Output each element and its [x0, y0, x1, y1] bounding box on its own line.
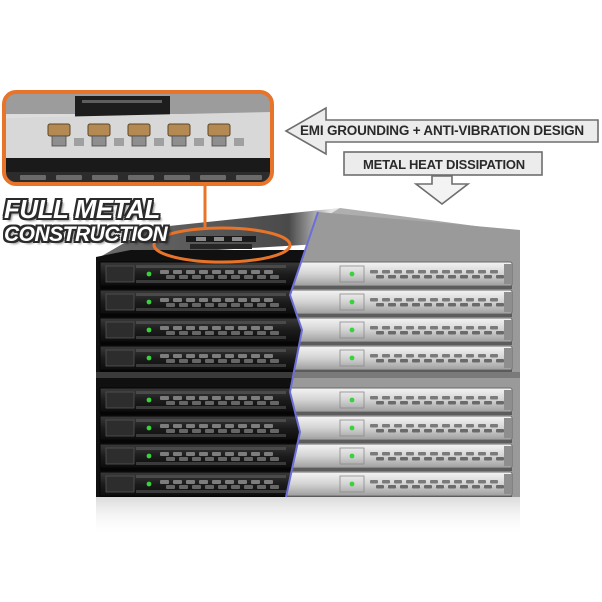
- status-led-icon: [349, 481, 355, 487]
- zoom-inset: [2, 90, 274, 186]
- status-led-icon: [146, 425, 152, 431]
- silver-drive-tray: [286, 345, 513, 373]
- black-drive-tray: [99, 443, 318, 471]
- status-led-icon: [349, 327, 355, 333]
- highlight-ellipse: [152, 226, 292, 264]
- status-led-icon: [349, 355, 355, 361]
- silver-drive-tray: [286, 289, 513, 317]
- status-led-icon: [349, 453, 355, 459]
- grounding-clip: [207, 123, 244, 147]
- black-drive-tray: [99, 471, 318, 497]
- status-led-icon: [349, 397, 355, 403]
- black-drive-tray: [99, 317, 318, 345]
- status-led-icon: [146, 453, 152, 459]
- black-drive-tray: [99, 387, 318, 415]
- status-led-icon: [349, 271, 355, 277]
- silver-drive-tray: [286, 443, 513, 471]
- cutaway-edge: [285, 211, 319, 498]
- status-led-icon: [349, 299, 355, 305]
- grounding-clip: [167, 123, 204, 147]
- construction-wordmark: CONSTRUCTION: [4, 223, 168, 246]
- full-metal-wordmark: FULL METAL: [4, 194, 160, 224]
- metal-heat-label: METAL HEAT DISSIPATION: [363, 157, 525, 172]
- black-bay-stack: [96, 250, 318, 497]
- grounding-clip: [47, 123, 84, 147]
- silver-drive-tray: [286, 471, 513, 497]
- silver-drive-tray: [286, 261, 513, 289]
- grounding-clip: [87, 123, 124, 147]
- status-led-icon: [146, 397, 152, 403]
- silver-drive-tray: [286, 415, 513, 443]
- floor-reflection: [96, 497, 520, 537]
- stack-divider: [286, 372, 520, 378]
- status-led-icon: [146, 481, 152, 487]
- grounding-clip: [127, 123, 164, 147]
- status-led-icon: [146, 271, 152, 277]
- stack-divider: [96, 372, 318, 378]
- top-vents: [186, 236, 256, 249]
- black-drive-tray: [99, 261, 318, 289]
- status-led-icon: [146, 299, 152, 305]
- status-led-icon: [146, 327, 152, 333]
- silver-drive-tray: [286, 387, 513, 415]
- black-drive-tray: [99, 289, 318, 317]
- status-led-icon: [349, 425, 355, 431]
- black-drive-tray: [99, 415, 318, 443]
- status-led-icon: [146, 355, 152, 361]
- heat-callout-arrow: [343, 151, 543, 206]
- black-drive-tray: [99, 345, 318, 373]
- emi-grounding-label: EMI GROUNDING + ANTI-VIBRATION DESIGN: [300, 123, 584, 138]
- silver-drive-tray: [286, 317, 513, 345]
- silver-bay-stack: [286, 212, 520, 497]
- emi-callout-arrow: [284, 106, 599, 156]
